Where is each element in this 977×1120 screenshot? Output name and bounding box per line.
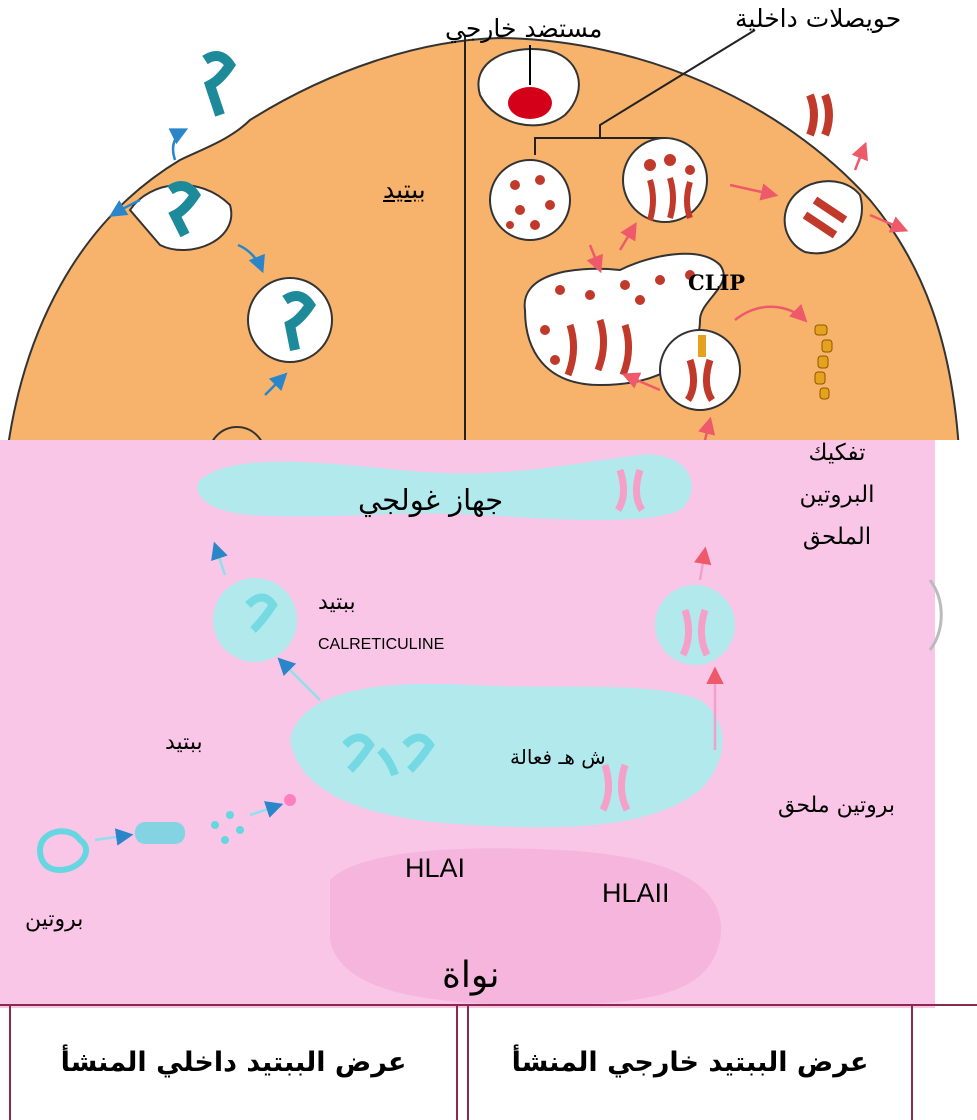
label-golgi: جهاز غولجي (358, 483, 503, 517)
endosome-late (623, 138, 707, 222)
nucleus (330, 848, 721, 1005)
footer-exogenous: عرض الببتيد خارجي المنشأ (468, 1005, 912, 1120)
mhc2-surface-top (810, 95, 829, 135)
er-golgi-vesicle-left (213, 578, 297, 662)
label-peptide-mid: ببتيد (318, 590, 356, 615)
label-rough-er: ش هـ فعالة (510, 745, 606, 769)
label-invariant-chain: بروتين ملحق (778, 793, 895, 818)
label-hla1: HLAI (405, 853, 465, 884)
label-endosomes: حويصلات داخلية (735, 4, 901, 33)
endosome-early (490, 160, 570, 240)
label-exogenous-antigen: مستضد خارجي (445, 14, 602, 43)
label-nucleus: نواة (442, 955, 499, 996)
label-protein: بروتين (25, 907, 83, 932)
label-peptide-top: ببتيد (383, 175, 426, 204)
tap-transporter (284, 794, 296, 806)
clip-fragment (698, 335, 706, 357)
label-hla2: HLAII (602, 878, 670, 909)
label-peptide-low: ببتيد (165, 730, 203, 755)
label-clip: CLIP (688, 270, 745, 295)
antigen-blob (508, 87, 552, 119)
mhc1-molecule-surface (205, 56, 230, 115)
proteasome (135, 822, 185, 844)
label-calreticuline: CALRETICULINE (318, 636, 444, 654)
er-golgi-vesicle-right (655, 585, 735, 665)
footer-endogenous: عرض الببتيد داخلي المنشأ (10, 1005, 457, 1120)
label-invariant-degradation: تفكيك البروتين الملحق (782, 432, 892, 558)
